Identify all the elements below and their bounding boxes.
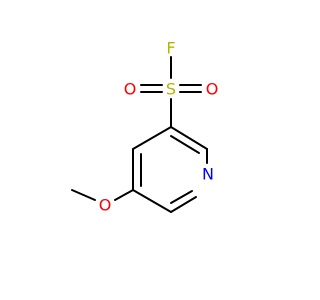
atom-nitrogen: N xyxy=(202,165,214,184)
ring-bond-c3-c4 xyxy=(132,126,172,150)
ring-bond-c2-c3 xyxy=(170,126,208,150)
ring-bond-c6-n-inner xyxy=(170,190,193,204)
ring-bond-c5-c6 xyxy=(132,189,172,213)
atom-fluorine: F xyxy=(166,39,175,58)
atom-sulfur: S xyxy=(166,80,176,99)
atom-oxygen-left: O xyxy=(124,80,137,99)
atom-oxygen-methoxy: O xyxy=(99,196,112,215)
ring-bond-c2-c3-inner xyxy=(170,135,200,154)
atom-oxygen-right: O xyxy=(206,80,219,99)
bond-o-ch3 xyxy=(71,189,96,201)
molecule-structure: F S O O N O xyxy=(71,39,219,215)
ring-bond-c6-n xyxy=(170,196,197,213)
bond-c5-o xyxy=(114,189,134,201)
